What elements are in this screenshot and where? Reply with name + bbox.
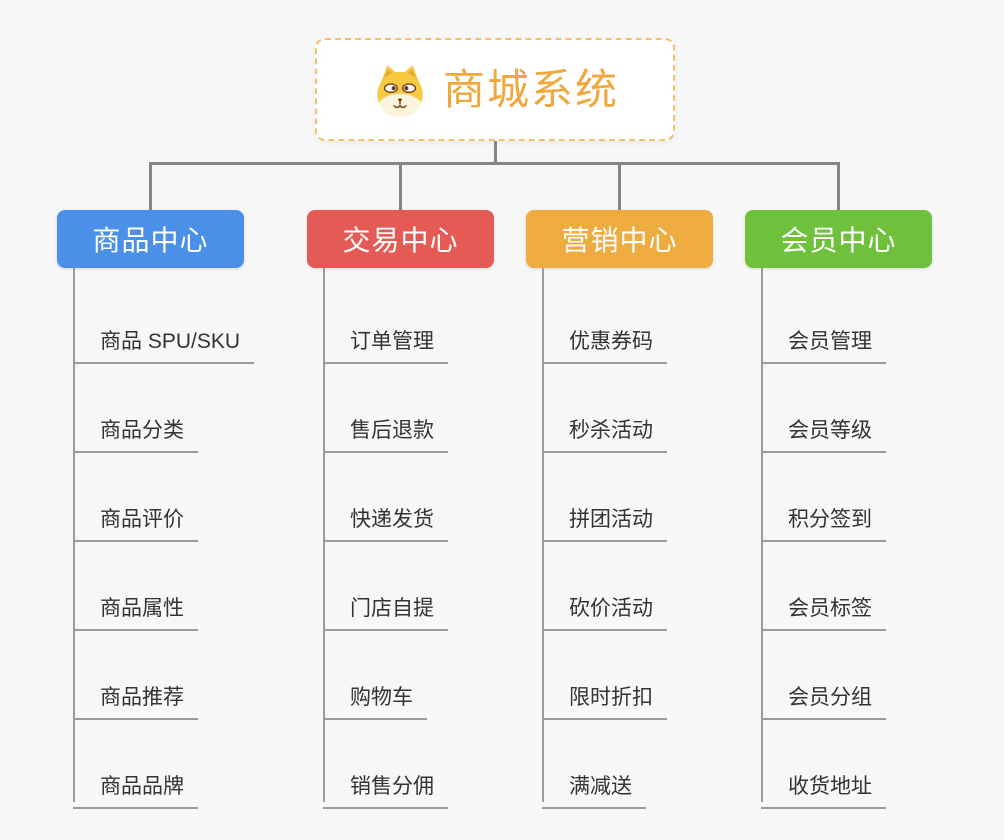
- tree-item-label: 订单管理: [350, 330, 434, 353]
- tree-item-label: 砍价活动: [569, 597, 653, 620]
- tree-item-label: 门店自提: [350, 597, 434, 620]
- branch-header-1[interactable]: 商品中心: [57, 210, 244, 268]
- tree-item[interactable]: 收货地址: [761, 760, 886, 809]
- tree-item-label: 商品 SPU/SKU: [100, 330, 241, 353]
- tree-item[interactable]: 会员等级: [761, 404, 886, 453]
- tree-item[interactable]: 拼团活动: [542, 493, 667, 542]
- branch-trunk: [73, 268, 75, 802]
- tree-item-label: 满减送: [569, 775, 632, 798]
- tree-item-label: 会员管理: [788, 330, 872, 353]
- tree-item-label: 快递发货: [350, 508, 434, 531]
- tree-item[interactable]: 快递发货: [323, 493, 448, 542]
- branch-connector-drop: [149, 162, 152, 210]
- branch-header-2[interactable]: 交易中心: [307, 210, 494, 268]
- tree-item-label: 秒杀活动: [569, 419, 653, 442]
- tree-item[interactable]: 会员标签: [761, 582, 886, 631]
- branch-label: 会员中心: [780, 225, 897, 256]
- tree-item-label: 积分签到: [788, 508, 872, 531]
- tree-item[interactable]: 满减送: [542, 760, 646, 809]
- branch-connector-drop: [837, 162, 840, 210]
- tree-item-label: 购物车: [350, 686, 413, 709]
- tree-item[interactable]: 优惠券码: [542, 315, 667, 364]
- tree-item-label: 商品属性: [100, 597, 184, 620]
- branch-label: 营销中心: [561, 225, 678, 256]
- tree-item[interactable]: 会员分组: [761, 671, 886, 720]
- branch-connector-drop: [399, 162, 402, 210]
- root-node[interactable]: 商城系统: [315, 38, 675, 141]
- tree-item-label: 商品分类: [100, 419, 184, 442]
- shiba-dog-icon: [371, 61, 429, 119]
- tree-item[interactable]: 商品属性: [73, 582, 198, 631]
- tree-item[interactable]: 售后退款: [323, 404, 448, 453]
- root-connector-stub: [493, 141, 497, 165]
- tree-item-label: 优惠券码: [569, 330, 653, 353]
- tree-item[interactable]: 秒杀活动: [542, 404, 667, 453]
- tree-item[interactable]: 订单管理: [323, 315, 448, 364]
- tree-item[interactable]: 商品分类: [73, 404, 198, 453]
- branch-connector-drop: [618, 162, 621, 210]
- tree-item[interactable]: 销售分佣: [323, 760, 448, 809]
- tree-item-label: 会员等级: [788, 419, 872, 442]
- tree-item-label: 商品品牌: [100, 775, 184, 798]
- root-title: 商城系统: [442, 65, 619, 113]
- branch-header-4[interactable]: 会员中心: [745, 210, 932, 268]
- tree-item-label: 销售分佣: [350, 775, 434, 798]
- tree-item-label: 会员标签: [788, 597, 872, 620]
- tree-item-label: 收货地址: [788, 775, 872, 798]
- tree-item[interactable]: 商品品牌: [73, 760, 198, 809]
- tree-item-label: 拼团活动: [569, 508, 653, 531]
- tree-item[interactable]: 商品 SPU/SKU: [73, 315, 255, 364]
- tree-item[interactable]: 砍价活动: [542, 582, 667, 631]
- branch-label: 商品中心: [92, 225, 209, 256]
- branch-trunk: [542, 268, 544, 802]
- tree-item[interactable]: 门店自提: [323, 582, 448, 631]
- branch-header-3[interactable]: 营销中心: [526, 210, 713, 268]
- branch-connector-bus: [149, 162, 840, 165]
- tree-item[interactable]: 购物车: [323, 671, 427, 720]
- tree-item-label: 会员分组: [788, 686, 872, 709]
- tree-item-label: 商品推荐: [100, 686, 184, 709]
- tree-item-label: 售后退款: [350, 419, 434, 442]
- branch-trunk: [761, 268, 763, 802]
- tree-item[interactable]: 限时折扣: [542, 671, 667, 720]
- tree-item[interactable]: 积分签到: [761, 493, 886, 542]
- branch-trunk: [323, 268, 325, 802]
- tree-item[interactable]: 会员管理: [761, 315, 886, 364]
- tree-item-label: 商品评价: [100, 508, 184, 531]
- tree-item[interactable]: 商品推荐: [73, 671, 198, 720]
- branch-label: 交易中心: [342, 225, 459, 256]
- tree-item[interactable]: 商品评价: [73, 493, 198, 542]
- tree-item-label: 限时折扣: [569, 686, 653, 709]
